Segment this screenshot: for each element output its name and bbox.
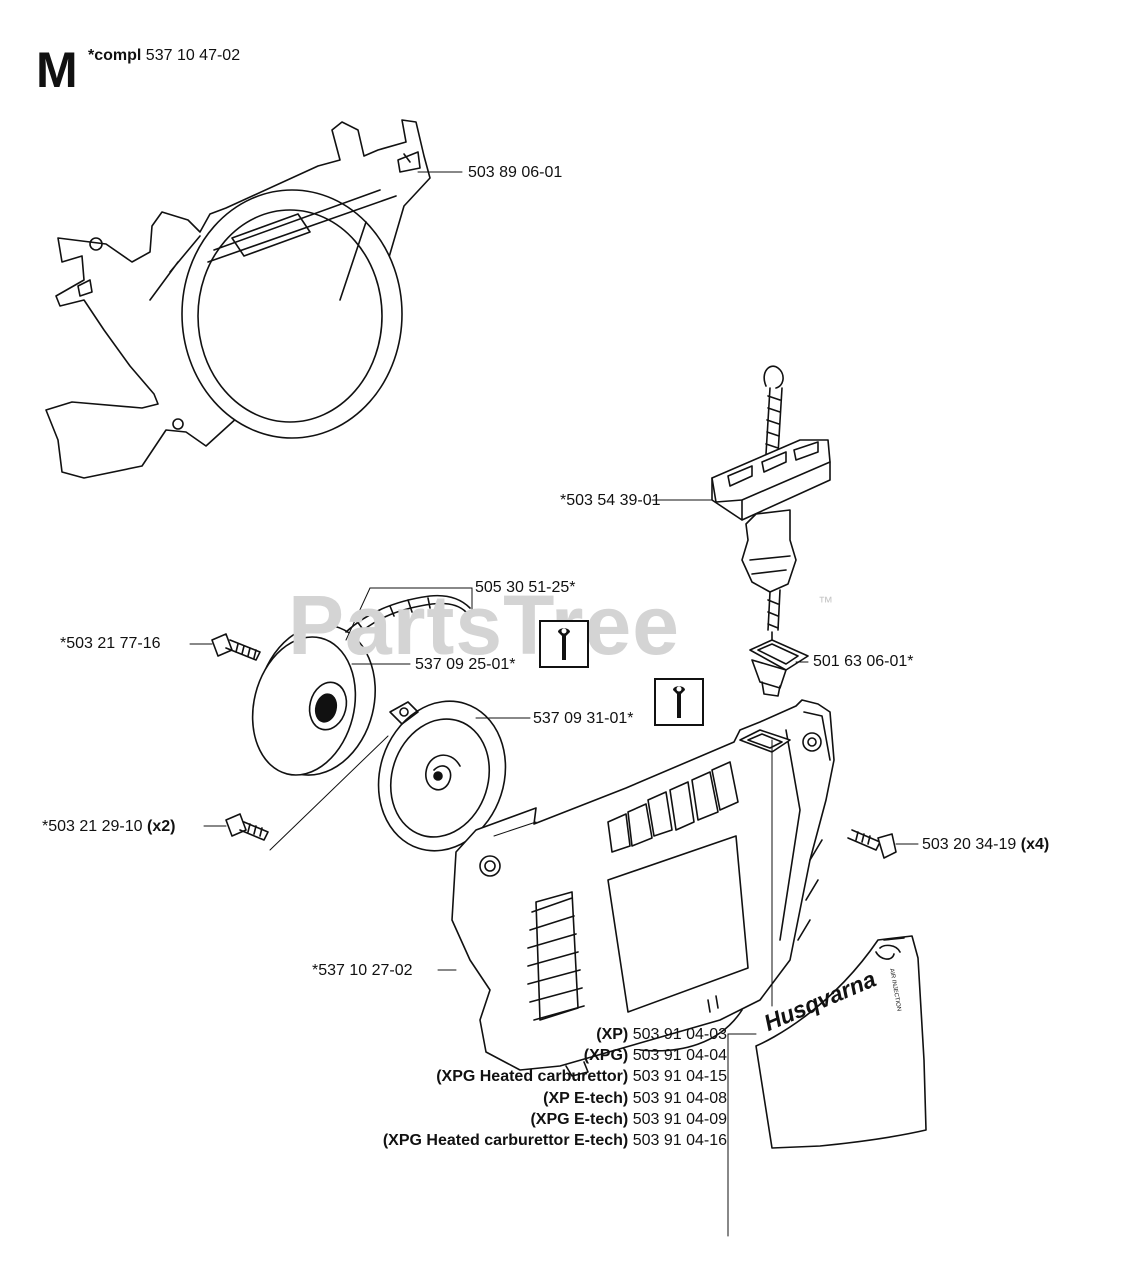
part-label-starter-handle[interactable]: *503 54 39-01: [560, 492, 661, 509]
variant-row[interactable]: (XP) 503 91 04-03: [383, 1024, 727, 1045]
spring-cassette-part: [377, 700, 507, 857]
screw-2-qty: (x2): [146, 818, 176, 835]
variant-row[interactable]: (XP E-tech) 503 91 04-08: [383, 1088, 727, 1109]
variant-row[interactable]: (XPG E-tech) 503 91 04-09: [383, 1109, 727, 1130]
decal-variant-list: (XP) 503 91 04-03 (XPG) 503 91 04-04 (XP…: [383, 1024, 727, 1151]
starter-handle-part: [711, 365, 831, 631]
part-label-rope[interactable]: 505 30 51-25*: [475, 579, 576, 596]
variant-model: (XPG Heated carburettor): [436, 1068, 629, 1086]
variant-model: (XP): [596, 1026, 629, 1043]
part-label-rope-guide[interactable]: 501 63 06-01*: [813, 653, 914, 670]
variant-number: 503 91 04-03: [632, 1026, 727, 1043]
screw-3-qty: (x4): [1020, 836, 1050, 853]
screw-3-number: 503 20 34-19: [922, 836, 1017, 853]
variant-number: 503 91 04-04: [632, 1047, 727, 1065]
part-label-screw-2[interactable]: *503 21 29-10 (x2): [42, 817, 175, 837]
rope-guide-part: [749, 631, 809, 697]
info-icon[interactable]: [539, 620, 589, 668]
variant-number: 503 91 04-08: [632, 1089, 727, 1107]
leader-lines: [189, 171, 919, 1237]
watermark: PartsTree: [288, 578, 680, 672]
complete-assembly-number: *compl 537 10 47-02: [88, 46, 240, 66]
pulley-part: [251, 594, 471, 776]
part-label-pulley[interactable]: 537 09 25-01*: [415, 656, 516, 673]
variant-model: (XP E-tech): [543, 1089, 629, 1107]
cover-frame-part: [45, 119, 431, 479]
compl-prefix: *compl: [88, 47, 142, 64]
screw-2-number: *503 21 29-10: [42, 818, 143, 835]
variant-number: 503 91 04-16: [632, 1132, 727, 1150]
variant-model: (XPG): [583, 1047, 629, 1065]
screw-503-21-77-16: [211, 633, 261, 661]
section-letter: M: [36, 42, 78, 98]
variant-number: 503 91 04-09: [632, 1110, 727, 1128]
part-label-screw-3[interactable]: 503 20 34-19 (x4): [922, 835, 1049, 855]
variant-model: (XPG E-tech): [530, 1110, 629, 1128]
part-label-cover-frame[interactable]: 503 89 06-01: [468, 164, 563, 181]
variant-number: 503 91 04-15: [632, 1068, 727, 1086]
variant-row[interactable]: (XPG Heated carburettor E-tech) 503 91 0…: [383, 1130, 727, 1151]
variant-row[interactable]: (XPG) 503 91 04-04: [383, 1045, 727, 1066]
part-label-screw-1[interactable]: *503 21 77-16: [60, 635, 161, 652]
compl-number: 537 10 47-02: [145, 47, 241, 64]
screw-503-21-29-10: [225, 813, 269, 841]
starter-housing-part: [451, 699, 835, 1077]
variant-model: (XPG Heated carburettor E-tech): [382, 1132, 629, 1150]
watermark-trademark: ™: [818, 594, 833, 611]
variant-row[interactable]: (XPG Heated carburettor) 503 91 04-15: [383, 1066, 727, 1087]
decal-part: [755, 935, 927, 1149]
part-label-spring-cassette[interactable]: 537 09 31-01*: [533, 710, 634, 727]
part-label-starter-housing[interactable]: *537 10 27-02: [312, 962, 413, 979]
screw-503-20-34-19: [847, 829, 897, 859]
info-icon[interactable]: [654, 678, 704, 726]
